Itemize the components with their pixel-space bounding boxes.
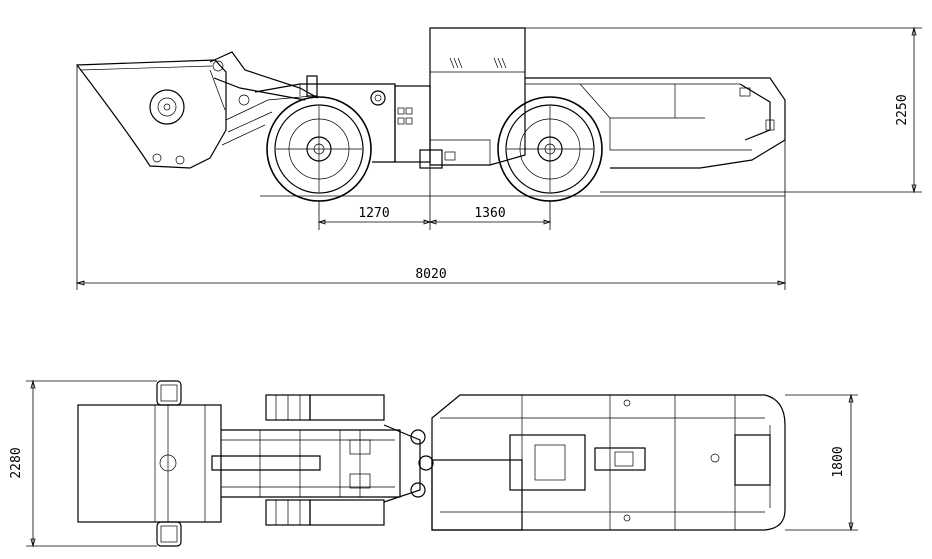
dimension-label-8020: 8020 [415,267,446,282]
top-front-frame [211,429,401,498]
dimension-label-1800: 1800 [831,446,846,477]
top-bucket [77,404,222,523]
side-cab [429,27,526,166]
dimension-bucket-width [26,379,157,548]
side-rear-wheel [497,96,603,202]
dimension-overall-height [525,26,922,194]
side-rear-frame [525,77,786,169]
side-lift-arm [209,51,319,146]
dimension-body-width [785,393,858,532]
dimension-wheelbase [317,165,552,230]
dimension-overall-length [75,66,787,290]
top-rear-body [431,394,786,531]
top-articulation [383,424,434,503]
side-front-wheel [266,96,372,202]
top-front-hubs [156,380,182,547]
dimension-label-2250: 2250 [895,94,910,125]
side-view: 1270 1360 8020 2250 [75,26,922,290]
dimension-label-1270: 1270 [358,206,389,221]
side-articulation [394,85,443,169]
side-front-frame [254,83,396,163]
side-bucket [75,59,227,169]
dimension-label-2280: 2280 [9,447,24,478]
dimension-label-1360: 1360 [474,206,505,221]
top-front-tires [265,394,385,526]
top-view: 2280 1800 [9,379,858,548]
